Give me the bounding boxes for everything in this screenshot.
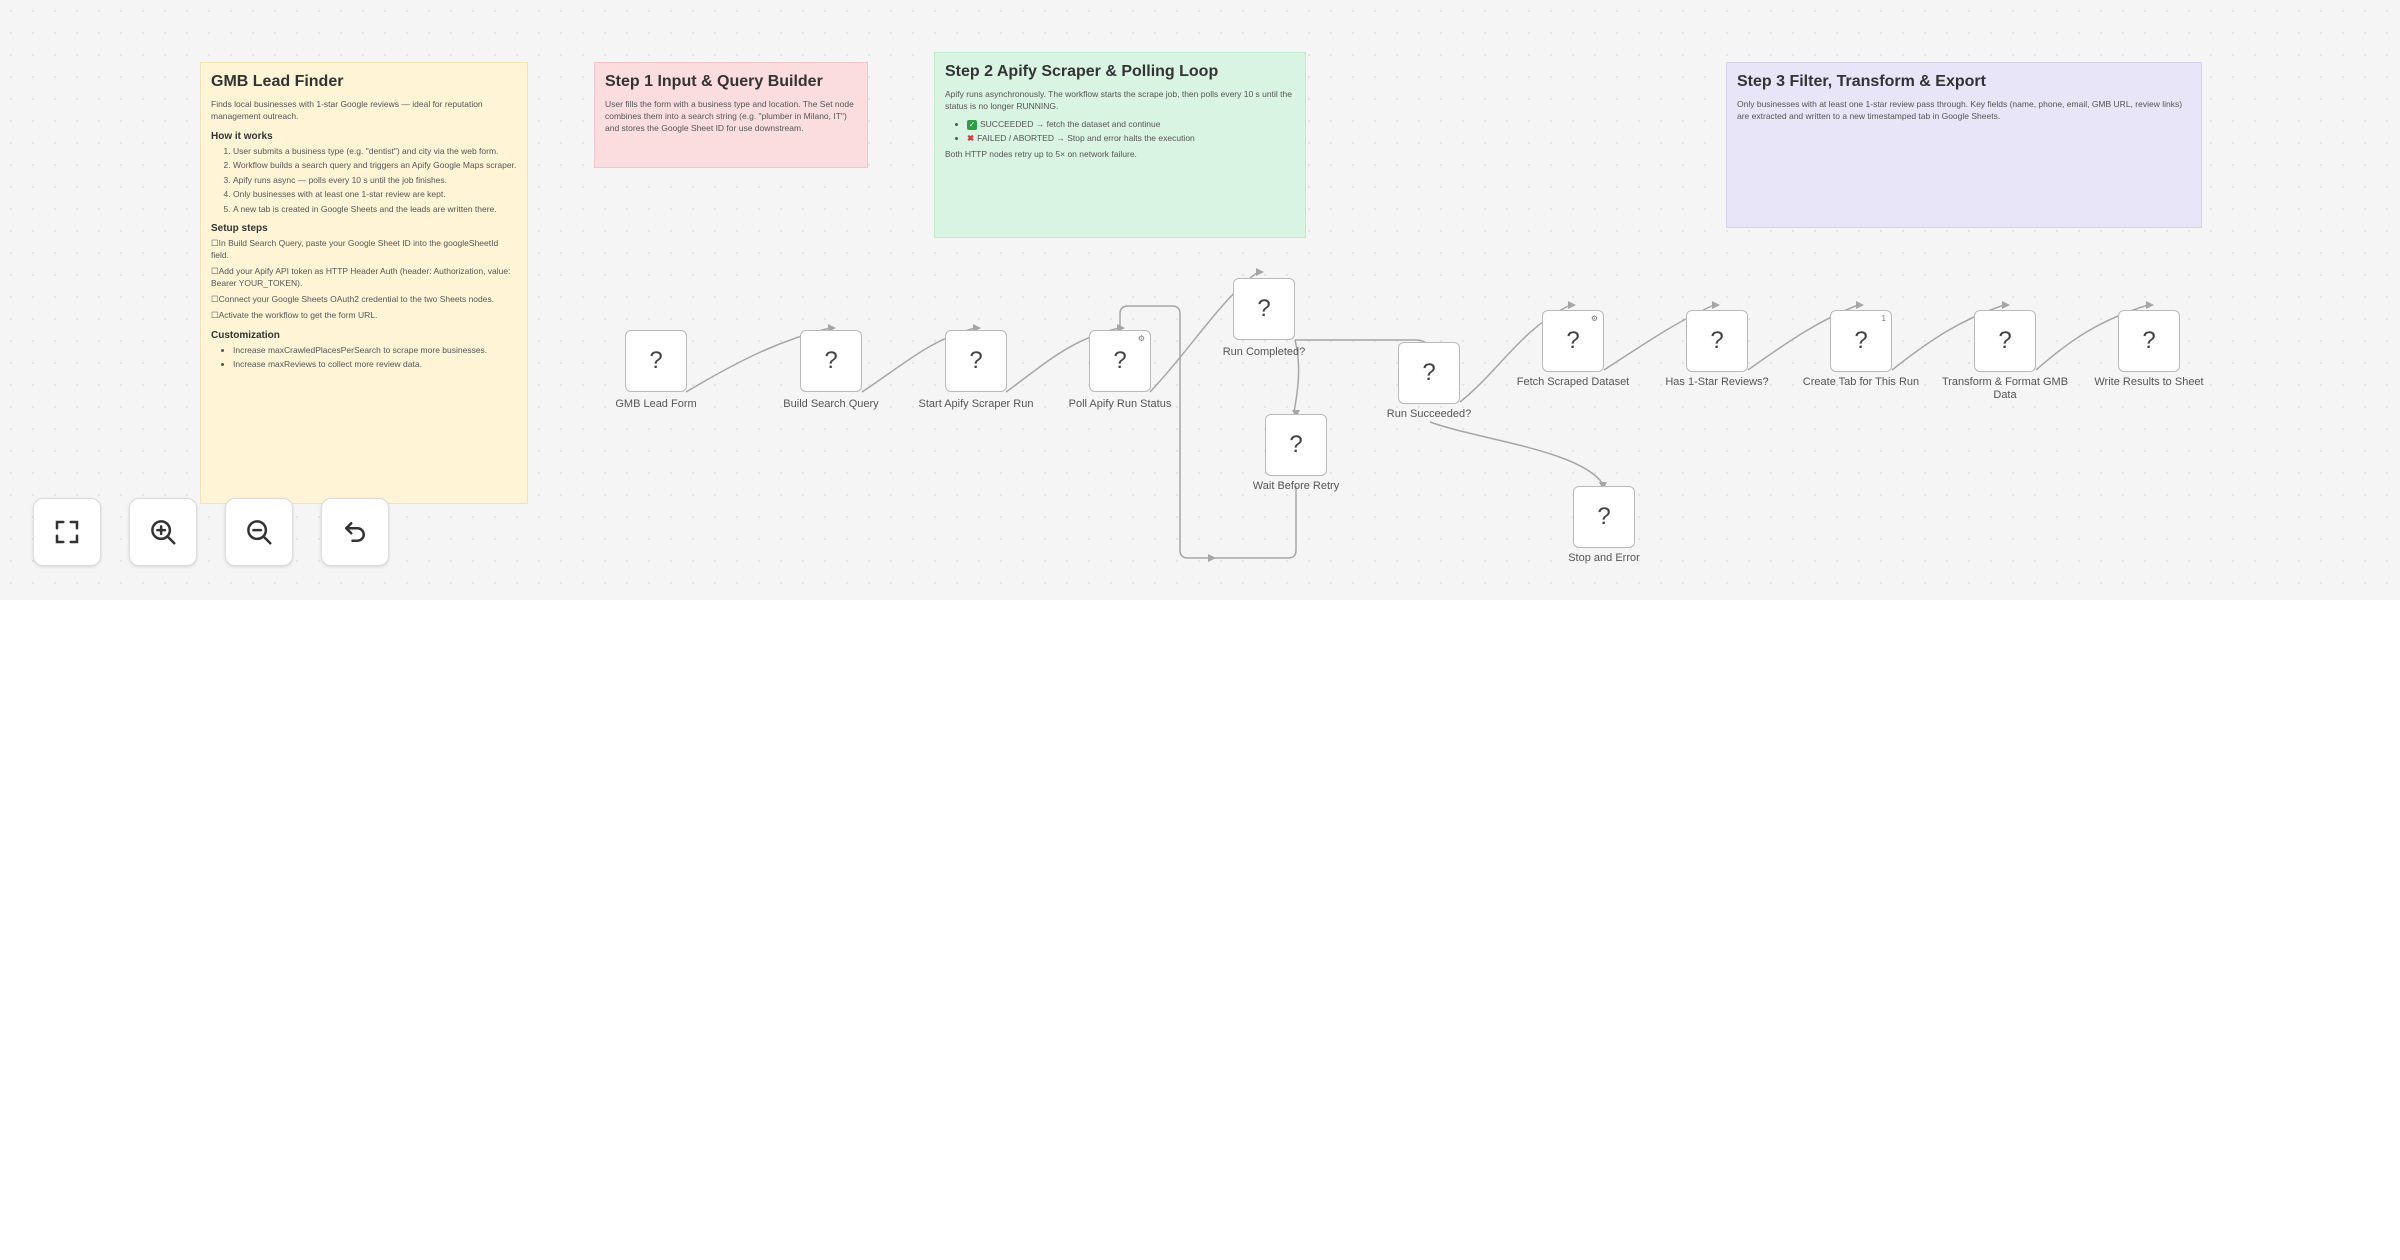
node-label: GMB Lead Form bbox=[615, 398, 697, 410]
node-fetch-scraped-dataset[interactable]: ?⚙ bbox=[1542, 310, 1604, 372]
node-label: Poll Apify Run Status bbox=[1068, 398, 1172, 410]
list-item: Only businesses with at least one 1-star… bbox=[233, 189, 517, 200]
fit-view-button[interactable] bbox=[33, 498, 101, 566]
list-item: ✓SUCCEEDED → fetch the dataset and conti… bbox=[967, 119, 1295, 130]
node-label: Has 1-Star Reviews? bbox=[1665, 376, 1769, 388]
zoom-in-icon bbox=[151, 520, 176, 545]
unknown-node-icon: ? bbox=[1998, 327, 2012, 354]
node-create-tab-for-this-run[interactable]: ?1 bbox=[1830, 310, 1892, 372]
sticky-note-step1[interactable]: Step 1 Input & Query Builder User fills … bbox=[594, 62, 868, 168]
zoom-in-button[interactable] bbox=[129, 498, 197, 566]
list-item: Increase maxCrawledPlacesPerSearch to sc… bbox=[233, 345, 517, 356]
node-stop-and-error[interactable]: ? bbox=[1573, 486, 1635, 548]
check-mark-icon: ✓ bbox=[967, 119, 977, 130]
unknown-node-icon: ? bbox=[1566, 327, 1580, 354]
node-wait-before-retry[interactable]: ? bbox=[1265, 414, 1327, 476]
node-label: Run Completed? bbox=[1222, 346, 1306, 358]
list-item: Workflow builds a search query and trigg… bbox=[233, 160, 517, 171]
workflow-canvas[interactable]: GMB Lead Finder Finds local businesses w… bbox=[0, 0, 2400, 600]
node-has-1-star-reviews[interactable]: ? bbox=[1686, 310, 1748, 372]
step1-description: User fills the form with a business type… bbox=[605, 99, 854, 133]
unknown-node-icon: ? bbox=[2142, 327, 2156, 354]
unknown-node-icon: ? bbox=[1113, 347, 1127, 374]
list-item: Apify runs async — polls every 10 s unti… bbox=[233, 175, 517, 186]
setup-steps-heading: Setup steps bbox=[211, 223, 268, 235]
cross-mark-icon: ✖ bbox=[967, 133, 975, 144]
step2-note: Both HTTP nodes retry up to 5× on networ… bbox=[945, 148, 1137, 159]
unknown-node-icon: ? bbox=[649, 347, 663, 374]
node-write-results-to-sheet[interactable]: ? bbox=[2118, 310, 2180, 372]
unknown-node-icon: ? bbox=[1257, 295, 1271, 322]
list-item: ✖FAILED / ABORTED → Stop and error halts… bbox=[967, 133, 1295, 144]
how-it-works-list: User submits a business type (e.g. "dent… bbox=[211, 146, 517, 215]
customization-heading: Customization bbox=[211, 329, 280, 341]
overview-description: Finds local businesses with 1-star Googl… bbox=[211, 99, 483, 121]
unknown-node-icon: ? bbox=[969, 347, 983, 374]
zoom-out-icon bbox=[247, 520, 272, 545]
node-label: Write Results to Sheet bbox=[2094, 376, 2204, 388]
node-gmb-lead-form[interactable]: ? bbox=[625, 330, 687, 392]
setup-checkbox-item[interactable]: Add your Apify API token as HTTP Header … bbox=[211, 266, 517, 289]
unknown-node-icon: ? bbox=[1597, 503, 1611, 530]
reset-zoom-icon bbox=[345, 522, 365, 542]
node-build-search-query[interactable]: ? bbox=[800, 330, 862, 392]
settings-badge-icon: ⚙ bbox=[1590, 314, 1598, 323]
setup-checkbox-item[interactable]: Connect your Google Sheets OAuth2 creden… bbox=[211, 294, 517, 305]
fit-view-icon bbox=[55, 520, 79, 544]
node-label: Create Tab for This Run bbox=[1802, 376, 1920, 388]
step2-title: Step 2 Apify Scraper & Polling Loop bbox=[945, 63, 1219, 80]
zoom-out-button[interactable] bbox=[225, 498, 293, 566]
node-run-completed[interactable]: ? bbox=[1233, 278, 1295, 340]
setup-checkbox-item[interactable]: In Build Search Query, paste your Google… bbox=[211, 238, 517, 261]
overview-title: GMB Lead Finder bbox=[211, 73, 344, 90]
node-poll-apify-run-status[interactable]: ?⚙ bbox=[1089, 330, 1151, 392]
settings-badge-icon: ⚙ bbox=[1137, 334, 1145, 343]
node-label: Wait Before Retry bbox=[1252, 480, 1340, 492]
unknown-node-icon: ? bbox=[1289, 431, 1303, 458]
node-label: Build Search Query bbox=[783, 398, 879, 410]
step2-description: Apify runs asynchronously. The workflow … bbox=[945, 89, 1292, 111]
node-label: Fetch Scraped Dataset bbox=[1516, 376, 1630, 388]
step2-status-list: ✓SUCCEEDED → fetch the dataset and conti… bbox=[945, 119, 1295, 145]
step1-title: Step 1 Input & Query Builder bbox=[605, 73, 823, 90]
list-item: User submits a business type (e.g. "dent… bbox=[233, 146, 517, 157]
sticky-note-overview[interactable]: GMB Lead Finder Finds local businesses w… bbox=[200, 62, 528, 504]
list-item: Increase maxReviews to collect more revi… bbox=[233, 359, 517, 370]
node-label: Run Succeeded? bbox=[1386, 408, 1472, 420]
setup-checkbox-item[interactable]: Activate the workflow to get the form UR… bbox=[211, 310, 517, 321]
reset-zoom-button[interactable] bbox=[321, 498, 389, 566]
sticky-note-step2[interactable]: Step 2 Apify Scraper & Polling Loop Apif… bbox=[934, 52, 1306, 238]
step3-title: Step 3 Filter, Transform & Export bbox=[1737, 73, 1986, 90]
node-start-apify-scraper-run[interactable]: ? bbox=[945, 330, 1007, 392]
count-badge: 1 bbox=[1881, 314, 1886, 323]
step3-description: Only businesses with at least one 1-star… bbox=[1737, 99, 2183, 121]
unknown-node-icon: ? bbox=[1422, 359, 1436, 386]
unknown-node-icon: ? bbox=[1854, 327, 1868, 354]
list-item: A new tab is created in Google Sheets an… bbox=[233, 204, 517, 215]
node-run-succeeded[interactable]: ? bbox=[1398, 342, 1460, 404]
node-label: Transform & Format GMB Data bbox=[1941, 376, 2069, 402]
unknown-node-icon: ? bbox=[824, 347, 838, 374]
node-transform-format-gmb-data[interactable]: ? bbox=[1974, 310, 2036, 372]
customization-list: Increase maxCrawledPlacesPerSearch to sc… bbox=[211, 345, 517, 371]
how-it-works-heading: How it works bbox=[211, 130, 273, 142]
node-label: Start Apify Scraper Run bbox=[918, 398, 1034, 410]
node-label: Stop and Error bbox=[1568, 552, 1640, 564]
sticky-note-step3[interactable]: Step 3 Filter, Transform & Export Only b… bbox=[1726, 62, 2202, 228]
unknown-node-icon: ? bbox=[1710, 327, 1724, 354]
